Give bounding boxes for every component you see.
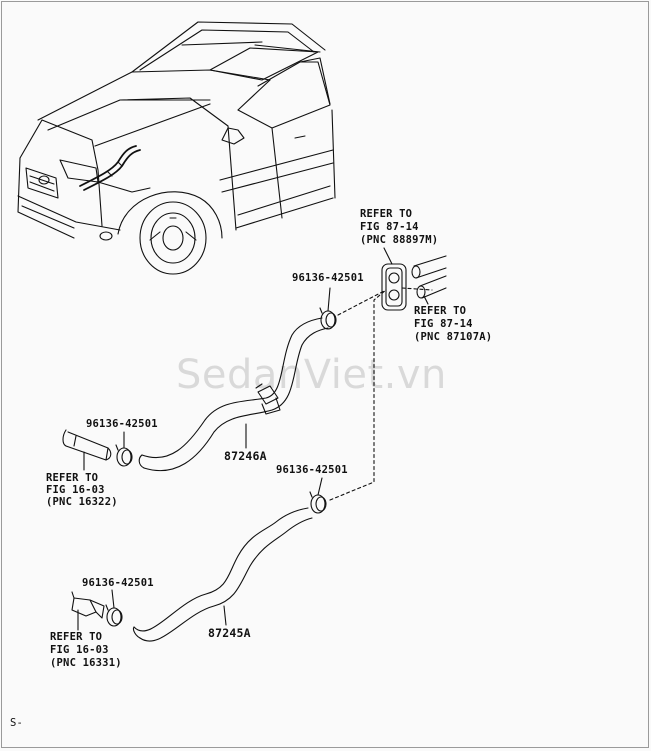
leader-lines	[77, 247, 429, 631]
ref-88897m-line2: FIG 87-14	[360, 221, 419, 233]
heater-pipes-87107a	[411, 255, 447, 299]
part-number-mid: 96136-42501	[276, 464, 348, 476]
ref-16331-line2: FIG 16-03	[50, 644, 109, 656]
engine-pipe-upper	[62, 429, 112, 461]
ref-16331-line1: REFER TO	[50, 631, 103, 643]
vehicle-illustration	[17, 21, 336, 275]
footer-code: S-	[10, 717, 24, 729]
ref-16322-line3: (PNC 16322)	[46, 496, 118, 508]
watermark: SedanViet.vn	[176, 352, 447, 398]
ref-87107a-line2: FIG 87-14	[414, 318, 473, 330]
ref-88897m-line1: REFER TO	[360, 208, 413, 220]
hose-label-87246a: 87246A	[224, 449, 267, 463]
part-number-left: 96136-42501	[86, 418, 158, 430]
ref-87107a-line3: (PNC 87107A)	[414, 331, 493, 343]
hose-87246a	[138, 317, 329, 472]
routing-lines	[329, 287, 433, 501]
hose-label-87245a: 87245A	[208, 626, 251, 640]
engine-pipe-lower	[71, 591, 105, 619]
ref-16322-line2: FIG 16-03	[46, 484, 105, 496]
ref-16331-line3: (PNC 16331)	[50, 657, 122, 669]
ref-16322-line1: REFER TO	[46, 472, 99, 484]
ref-88897m-line3: (PNC 88897M)	[360, 234, 439, 246]
part-number-top: 96136-42501	[292, 272, 364, 284]
hose-87245a	[132, 507, 313, 642]
grommet-88897m	[381, 263, 407, 311]
part-number-bottom: 96136-42501	[82, 577, 154, 589]
ref-87107a-line1: REFER TO	[414, 305, 467, 317]
